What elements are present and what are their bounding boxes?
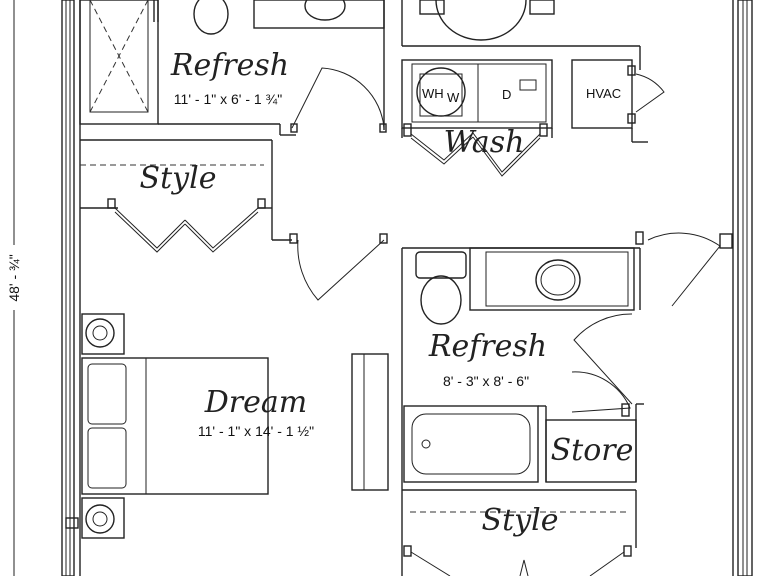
dryer-label: D bbox=[502, 87, 511, 102]
door-swing bbox=[297, 239, 385, 301]
water-heater-label: WH bbox=[422, 86, 444, 101]
store-name: Store bbox=[551, 433, 634, 468]
dryer-control-icon bbox=[519, 79, 537, 91]
style-top-name: Style bbox=[140, 161, 217, 196]
dream-room bbox=[65, 313, 389, 539]
sink-icon bbox=[535, 259, 581, 301]
washer-icon bbox=[419, 73, 463, 117]
door-swing bbox=[291, 67, 385, 129]
vanity-counter bbox=[253, 0, 385, 29]
nightstand bbox=[81, 497, 125, 539]
dining-table bbox=[401, 0, 641, 70]
dresser bbox=[351, 353, 389, 491]
refresh-bottom-size: 8' - 3" x 8' - 6" bbox=[443, 373, 529, 389]
refresh-top-name: Refresh bbox=[170, 48, 289, 83]
refresh-top-size: 11' - 1" x 6' - 1 ¾" bbox=[174, 91, 282, 107]
style-top-room bbox=[80, 139, 273, 253]
door-swing bbox=[573, 313, 633, 405]
door-swing bbox=[635, 73, 665, 113]
pillow bbox=[87, 427, 127, 489]
refresh-bottom-name: Refresh bbox=[428, 329, 547, 364]
style-bottom-name: Style bbox=[482, 503, 559, 538]
style-bottom-room bbox=[402, 489, 637, 576]
vanity-counter bbox=[469, 247, 635, 311]
hvac-closet bbox=[571, 59, 665, 143]
washer-label: W bbox=[447, 90, 460, 105]
dream-size: 11' - 1" x 14' - 1 ½" bbox=[198, 423, 314, 439]
sink-icon bbox=[304, 0, 346, 21]
store-closet bbox=[545, 371, 644, 483]
nightstand bbox=[81, 313, 125, 355]
toilet-icon bbox=[420, 275, 462, 325]
pillow bbox=[87, 363, 127, 425]
hallway-walls bbox=[271, 134, 388, 301]
hvac-label: HVAC bbox=[586, 86, 621, 101]
bathtub-icon bbox=[403, 405, 539, 483]
refresh-top-room bbox=[79, 0, 387, 135]
lamp-icon bbox=[85, 318, 115, 348]
dream-name: Dream bbox=[204, 385, 307, 420]
door-swing bbox=[571, 371, 631, 413]
door-swing bbox=[647, 232, 721, 307]
toilet-icon bbox=[193, 0, 229, 35]
lamp-icon bbox=[85, 504, 115, 534]
wash-room bbox=[401, 59, 553, 177]
overall-dimension-label: 48' - ¾" bbox=[6, 254, 22, 301]
wash-name: Wash bbox=[444, 125, 525, 160]
toilet-tank-icon bbox=[415, 251, 467, 279]
refresh-bottom-room bbox=[401, 231, 733, 576]
